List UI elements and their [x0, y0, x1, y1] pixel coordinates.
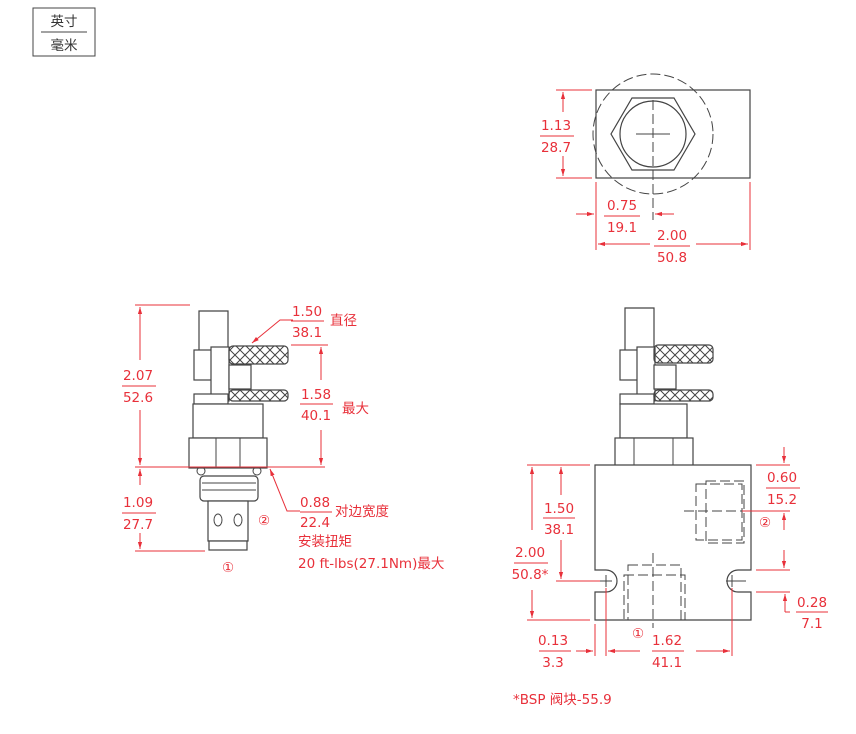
- top-offset-in: 0.75: [607, 198, 637, 214]
- top-width-mm: 50.8: [657, 250, 687, 266]
- slot-offset-in: 0.28: [797, 595, 827, 611]
- legend-mm: 毫米: [51, 37, 78, 54]
- hole-spacing-in: 1.62: [652, 633, 682, 649]
- depth-in: 1.09: [123, 495, 153, 511]
- slot-offset-mm: 7.1: [801, 616, 822, 632]
- hole-spacing-mm: 41.1: [652, 655, 682, 671]
- units-legend: 英寸 毫米: [32, 7, 96, 57]
- torque-value: 20 ft-lbs(27.1Nm)最大: [298, 556, 444, 572]
- knob-dia-label: 直径: [330, 313, 357, 329]
- top-offset-mm: 19.1: [607, 220, 637, 236]
- port1-height-mm: 38.1: [544, 522, 574, 538]
- top-height-in: 1.13: [541, 118, 571, 134]
- knob-dia-in: 1.50: [292, 304, 322, 320]
- knob-dia-mm: 38.1: [292, 325, 322, 341]
- block-height-in: 2.00: [515, 545, 545, 561]
- knob-height-mm: 40.1: [301, 408, 331, 424]
- port1-height-in: 1.50: [544, 501, 574, 517]
- depth-mm: 27.7: [123, 517, 153, 533]
- total-height-in: 2.07: [123, 368, 153, 384]
- block-port-1-label: ①: [632, 626, 644, 642]
- hex-in: 0.88: [300, 495, 330, 511]
- hex-mm: 22.4: [300, 515, 330, 531]
- port-2-label: ②: [258, 513, 270, 529]
- top-height-mm: 28.7: [541, 140, 571, 156]
- legend-inch: 英寸: [51, 13, 78, 30]
- port2-offset-mm: 15.2: [767, 492, 797, 508]
- knob-height-in: 1.58: [301, 387, 331, 403]
- knob-height-label: 最大: [342, 401, 369, 417]
- block-height-mm: 50.8*: [512, 567, 549, 583]
- hex-label: 对边宽度: [335, 503, 389, 520]
- block-port-2-label: ②: [759, 515, 771, 531]
- edge-offset-in: 0.13: [538, 633, 568, 649]
- block-view: 2.00 50.8* 1.50 38.1 0.60 15.2 ② 0.28 7.…: [512, 307, 828, 708]
- side-view: 2.07 52.6 1.09 27.7 1.50 38.1 直径 1.58 40…: [122, 304, 444, 576]
- footnote: *BSP 阀块-55.9: [513, 692, 612, 708]
- torque-label: 安装扭矩: [298, 534, 352, 550]
- top-width-in: 2.00: [657, 228, 687, 244]
- total-height-mm: 52.6: [123, 390, 153, 406]
- top-view: 1.13 28.7 0.75 19.1 2.00 50.8: [540, 73, 751, 266]
- edge-offset-mm: 3.3: [542, 655, 563, 671]
- port2-offset-in: 0.60: [767, 470, 797, 486]
- port-1-label: ①: [222, 560, 234, 576]
